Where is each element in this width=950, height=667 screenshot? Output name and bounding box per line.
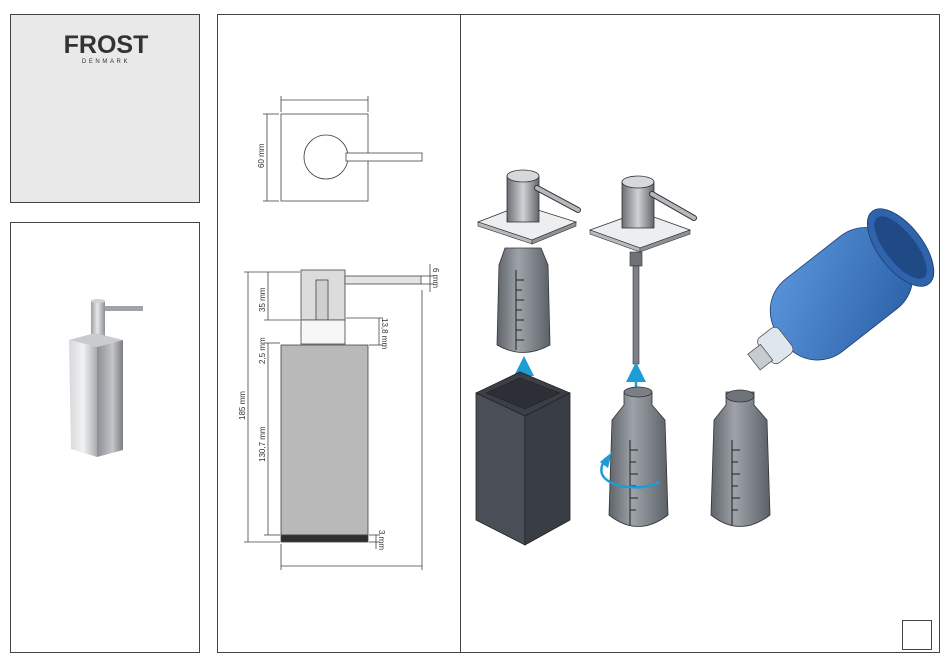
step-1-remove-pump (476, 170, 578, 545)
page-number-box (902, 620, 932, 650)
step-2-unscrew-pump (590, 176, 694, 527)
step-3-refill (711, 198, 946, 527)
